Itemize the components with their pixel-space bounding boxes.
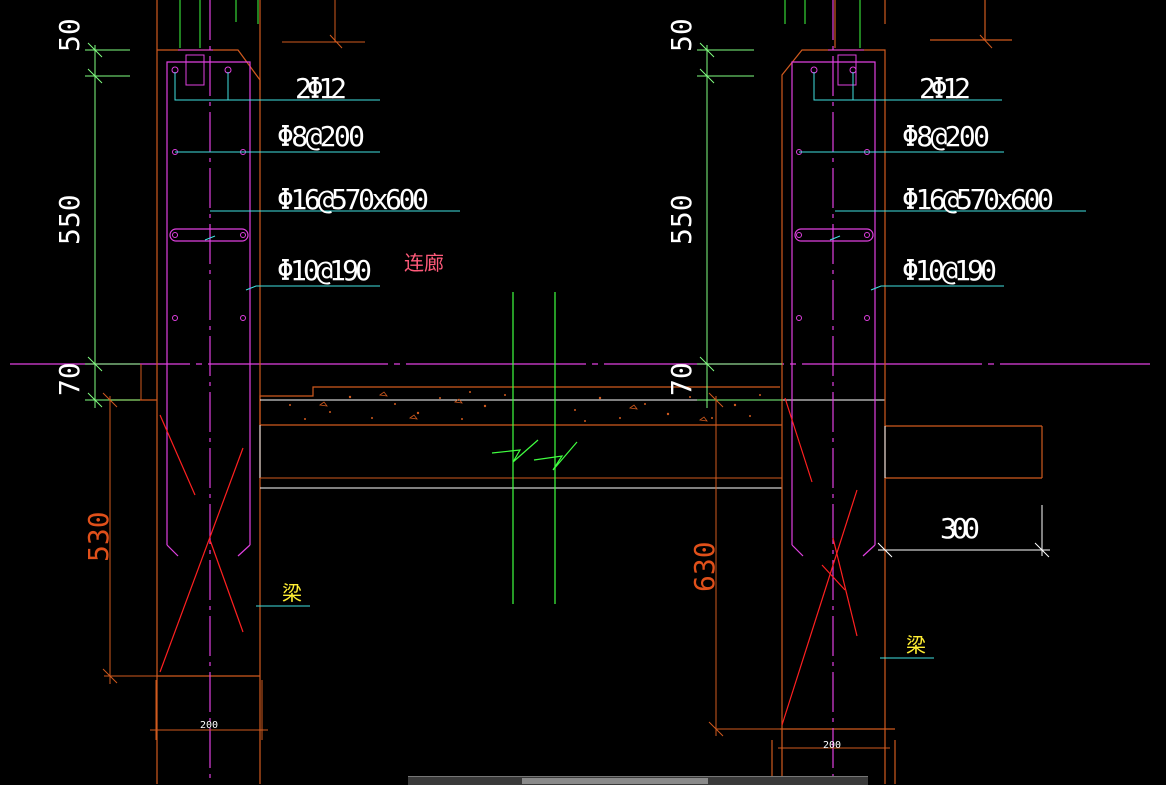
right-dimension-630 bbox=[708, 392, 890, 749]
corridor-beam bbox=[259, 425, 783, 490]
left-label-rebar-top: 2Φ12 bbox=[295, 72, 347, 105]
left-leaders bbox=[174, 72, 460, 607]
left-label-tie: Φ16@570x600 bbox=[277, 183, 429, 216]
scrollbar-thumb[interactable] bbox=[522, 778, 708, 784]
corridor-slab bbox=[259, 386, 885, 490]
left-column-lines bbox=[179, 0, 259, 48]
slab-hatch bbox=[289, 391, 761, 422]
top-misc-lines bbox=[282, 0, 993, 49]
right-beam-label: 梁 bbox=[906, 633, 926, 657]
left-dim-70: 70 bbox=[53, 362, 86, 396]
right-dim-550: 550 bbox=[665, 194, 698, 245]
left-dimension-chain bbox=[85, 42, 140, 408]
right-label-stirrup: Φ8@200 bbox=[902, 120, 990, 153]
left-dim-530: 530 bbox=[82, 511, 115, 562]
left-label-dist-bar: Φ10@190 bbox=[277, 254, 372, 287]
right-dim-200: 200 bbox=[823, 740, 841, 751]
right-wall bbox=[771, 0, 1043, 784]
right-labels: 2Φ12 Φ8@200 Φ16@570x600 Φ10@190 梁 200 30… bbox=[665, 18, 1054, 751]
right-dim-630: 630 bbox=[688, 541, 721, 592]
left-rebar-dots bbox=[171, 66, 246, 321]
break-line bbox=[491, 292, 578, 604]
left-rebar-cage bbox=[166, 0, 251, 784]
right-rebar-cage bbox=[791, 0, 876, 784]
left-dim-50: 50 bbox=[53, 18, 86, 52]
corridor-label: 连廊 bbox=[404, 251, 444, 275]
left-dimension-530 bbox=[102, 364, 268, 740]
right-leaders bbox=[799, 72, 1086, 659]
left-cut-mark bbox=[159, 414, 244, 673]
left-label-stirrup: Φ8@200 bbox=[277, 120, 365, 153]
horizontal-scrollbar[interactable] bbox=[408, 776, 868, 785]
right-dim-70: 70 bbox=[665, 362, 698, 396]
left-dim-550: 550 bbox=[53, 194, 86, 245]
right-column-lines bbox=[784, 0, 861, 48]
right-wall-outline bbox=[771, 0, 1043, 784]
right-label-tie: Φ16@570x600 bbox=[902, 183, 1054, 216]
right-dimension-chain bbox=[697, 42, 782, 408]
left-beam-label: 梁 bbox=[282, 581, 302, 605]
right-top-hook bbox=[828, 49, 864, 86]
right-dimension-300 bbox=[877, 505, 1050, 558]
left-wall-outline bbox=[110, 0, 261, 784]
left-labels: 2Φ12 Φ8@200 Φ16@570x600 Φ10@190 连廊 梁 200… bbox=[53, 18, 444, 731]
right-label-rebar-top: 2Φ12 bbox=[919, 72, 971, 105]
right-label-dist-bar: Φ10@190 bbox=[902, 254, 997, 287]
left-wall bbox=[110, 0, 261, 784]
left-top-hook bbox=[178, 49, 213, 86]
right-cut-mark bbox=[781, 397, 858, 726]
right-dim-50: 50 bbox=[665, 18, 698, 52]
right-dim-300: 300 bbox=[940, 512, 980, 545]
left-dim-200: 200 bbox=[200, 720, 218, 731]
